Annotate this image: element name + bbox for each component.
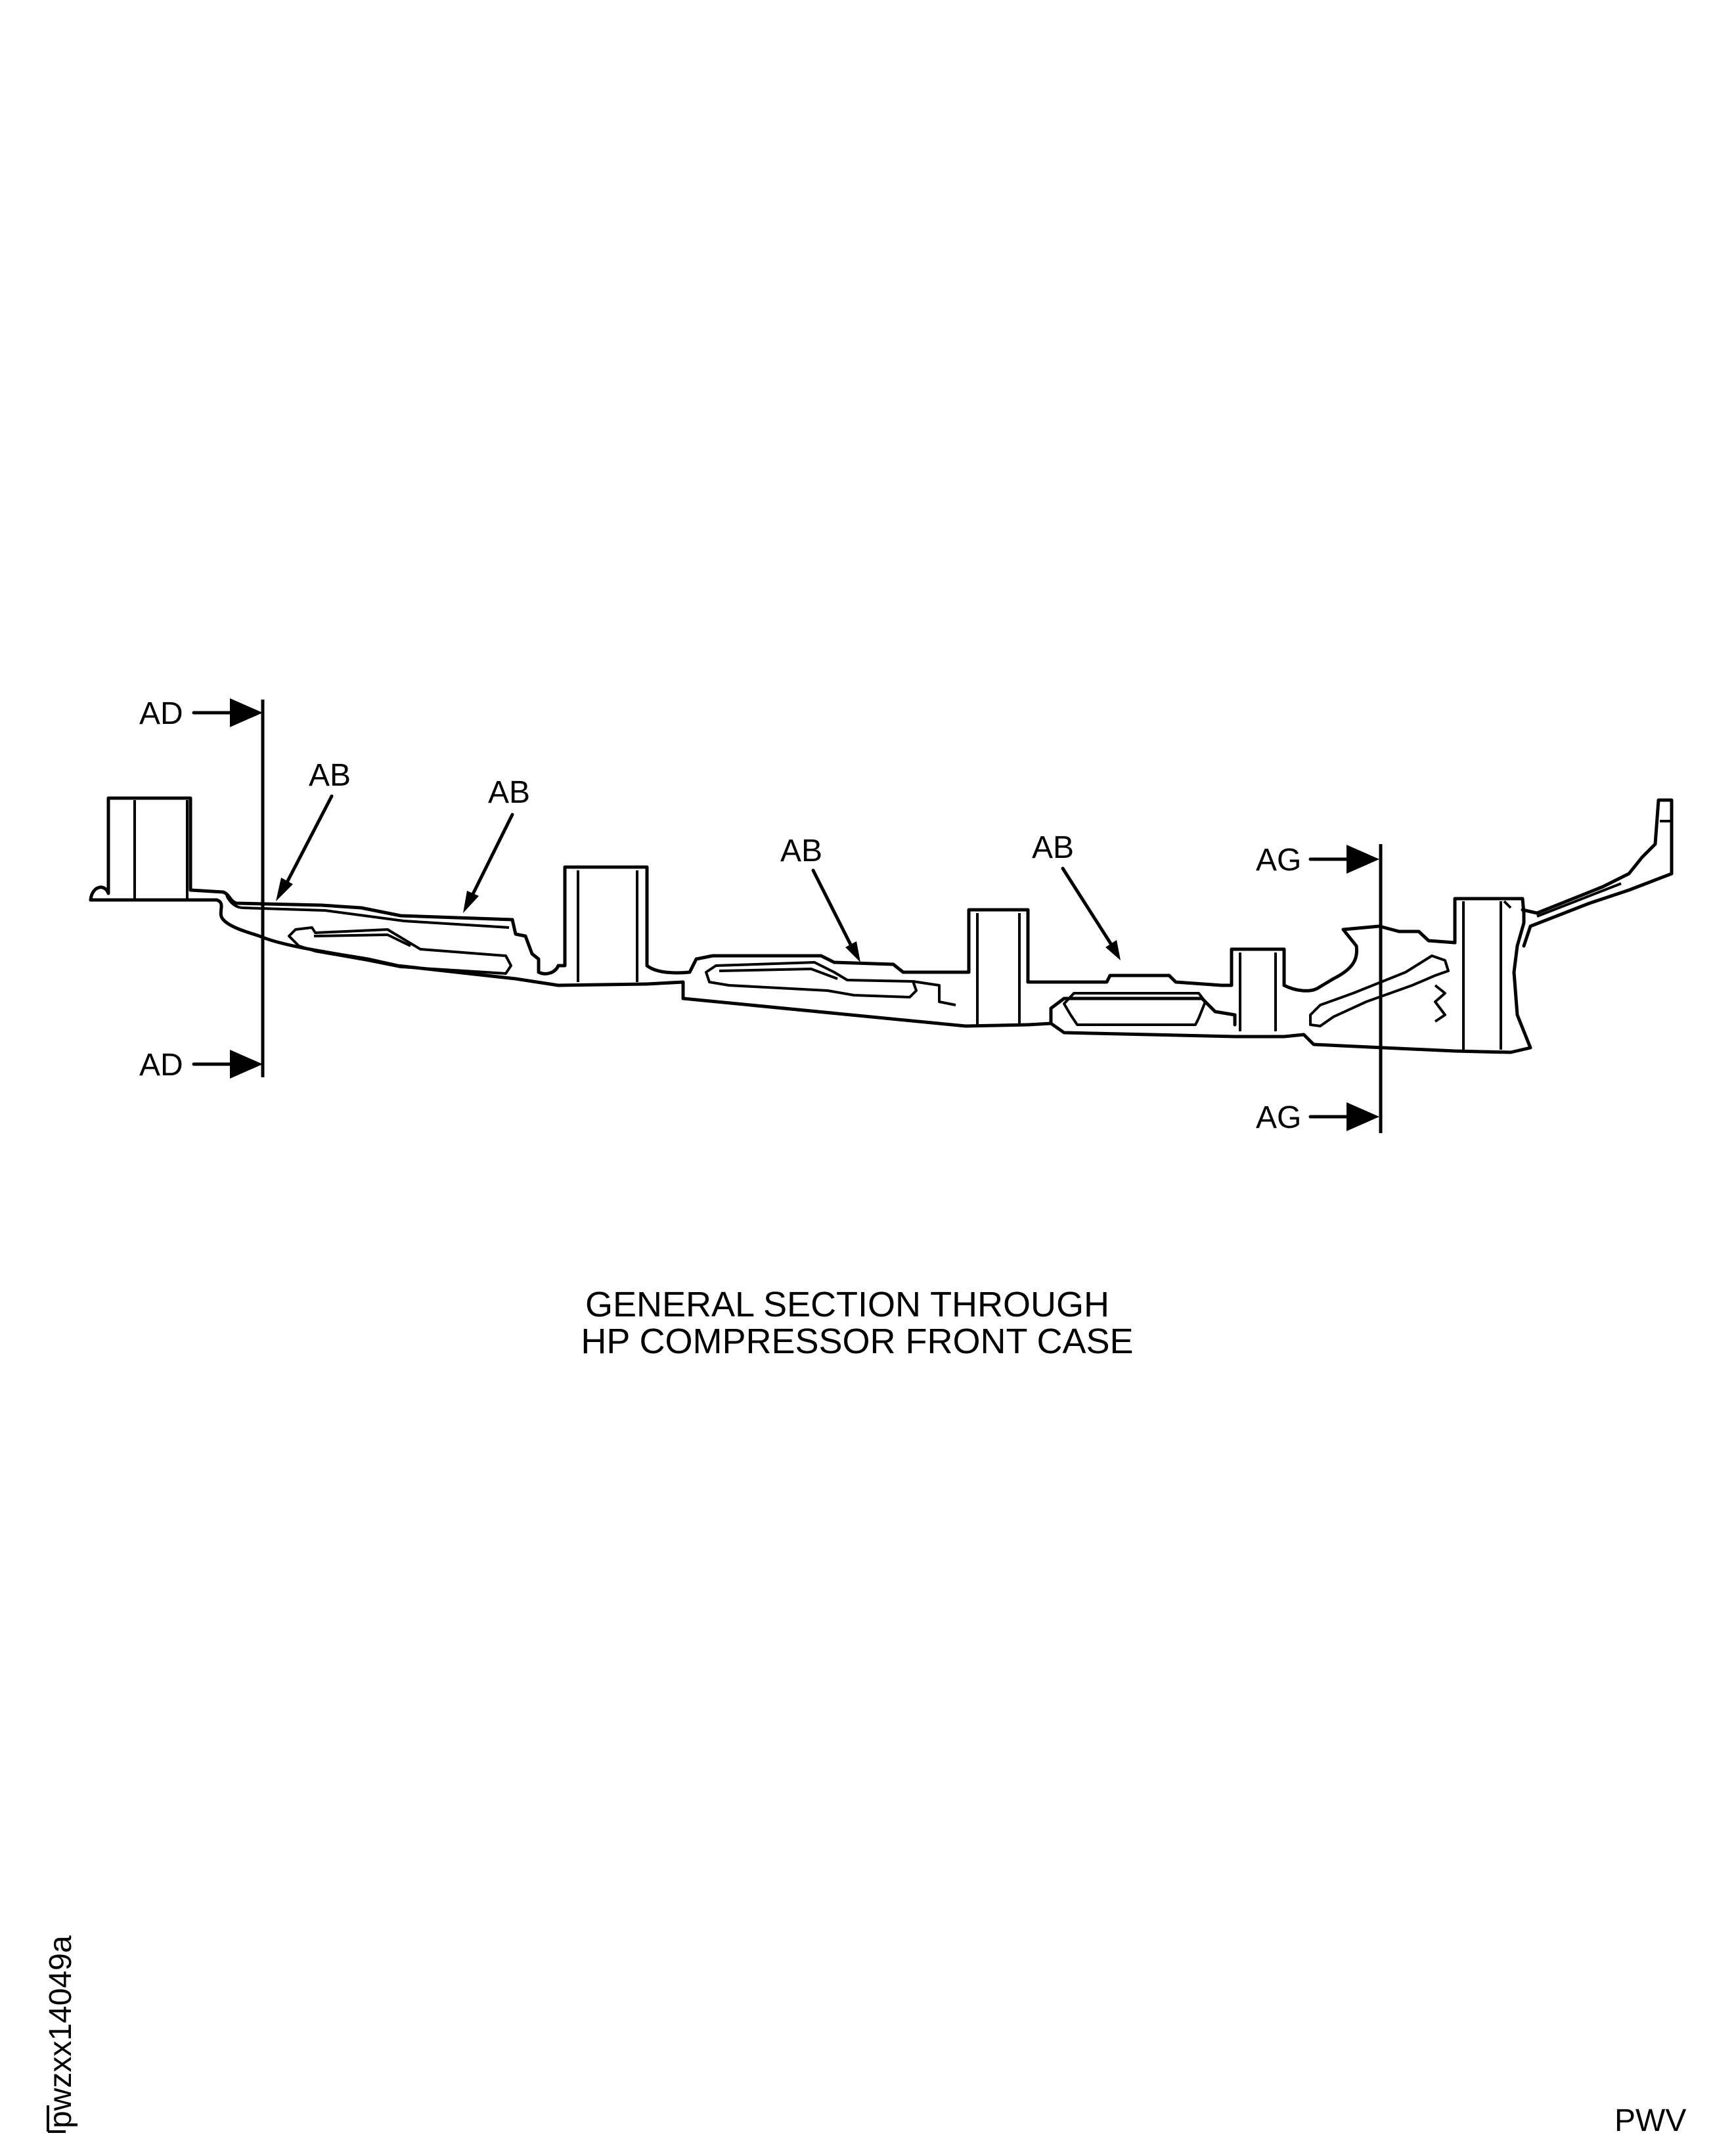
section-label-ag-top: AG	[1256, 843, 1301, 878]
caption-line-1: GENERAL SECTION THROUGH	[585, 1285, 1109, 1324]
callout-ab-2: AB	[488, 775, 530, 810]
section-label-ad-top: AD	[139, 696, 183, 731]
section-line-ag	[1308, 844, 1383, 1133]
corner-code: PWV	[1614, 2103, 1686, 2138]
leader-arrows-ab	[276, 794, 1121, 962]
caption-line-2: HP COMPRESSOR FRONT CASE	[581, 1322, 1133, 1361]
callout-ab-4: AB	[1032, 830, 1074, 865]
section-line-ad	[192, 698, 265, 1079]
case-section-outline	[89, 796, 1674, 1054]
callout-ab-3: AB	[780, 834, 822, 868]
callout-ab-1: AB	[309, 758, 351, 793]
figure-id-block: pwzxx14049a	[43, 1935, 78, 2133]
section-label-ad-bottom: AD	[139, 1048, 183, 1083]
figure-id-text: pwzxx14049a	[43, 1935, 78, 2128]
section-label-ag-bottom: AG	[1256, 1100, 1301, 1135]
